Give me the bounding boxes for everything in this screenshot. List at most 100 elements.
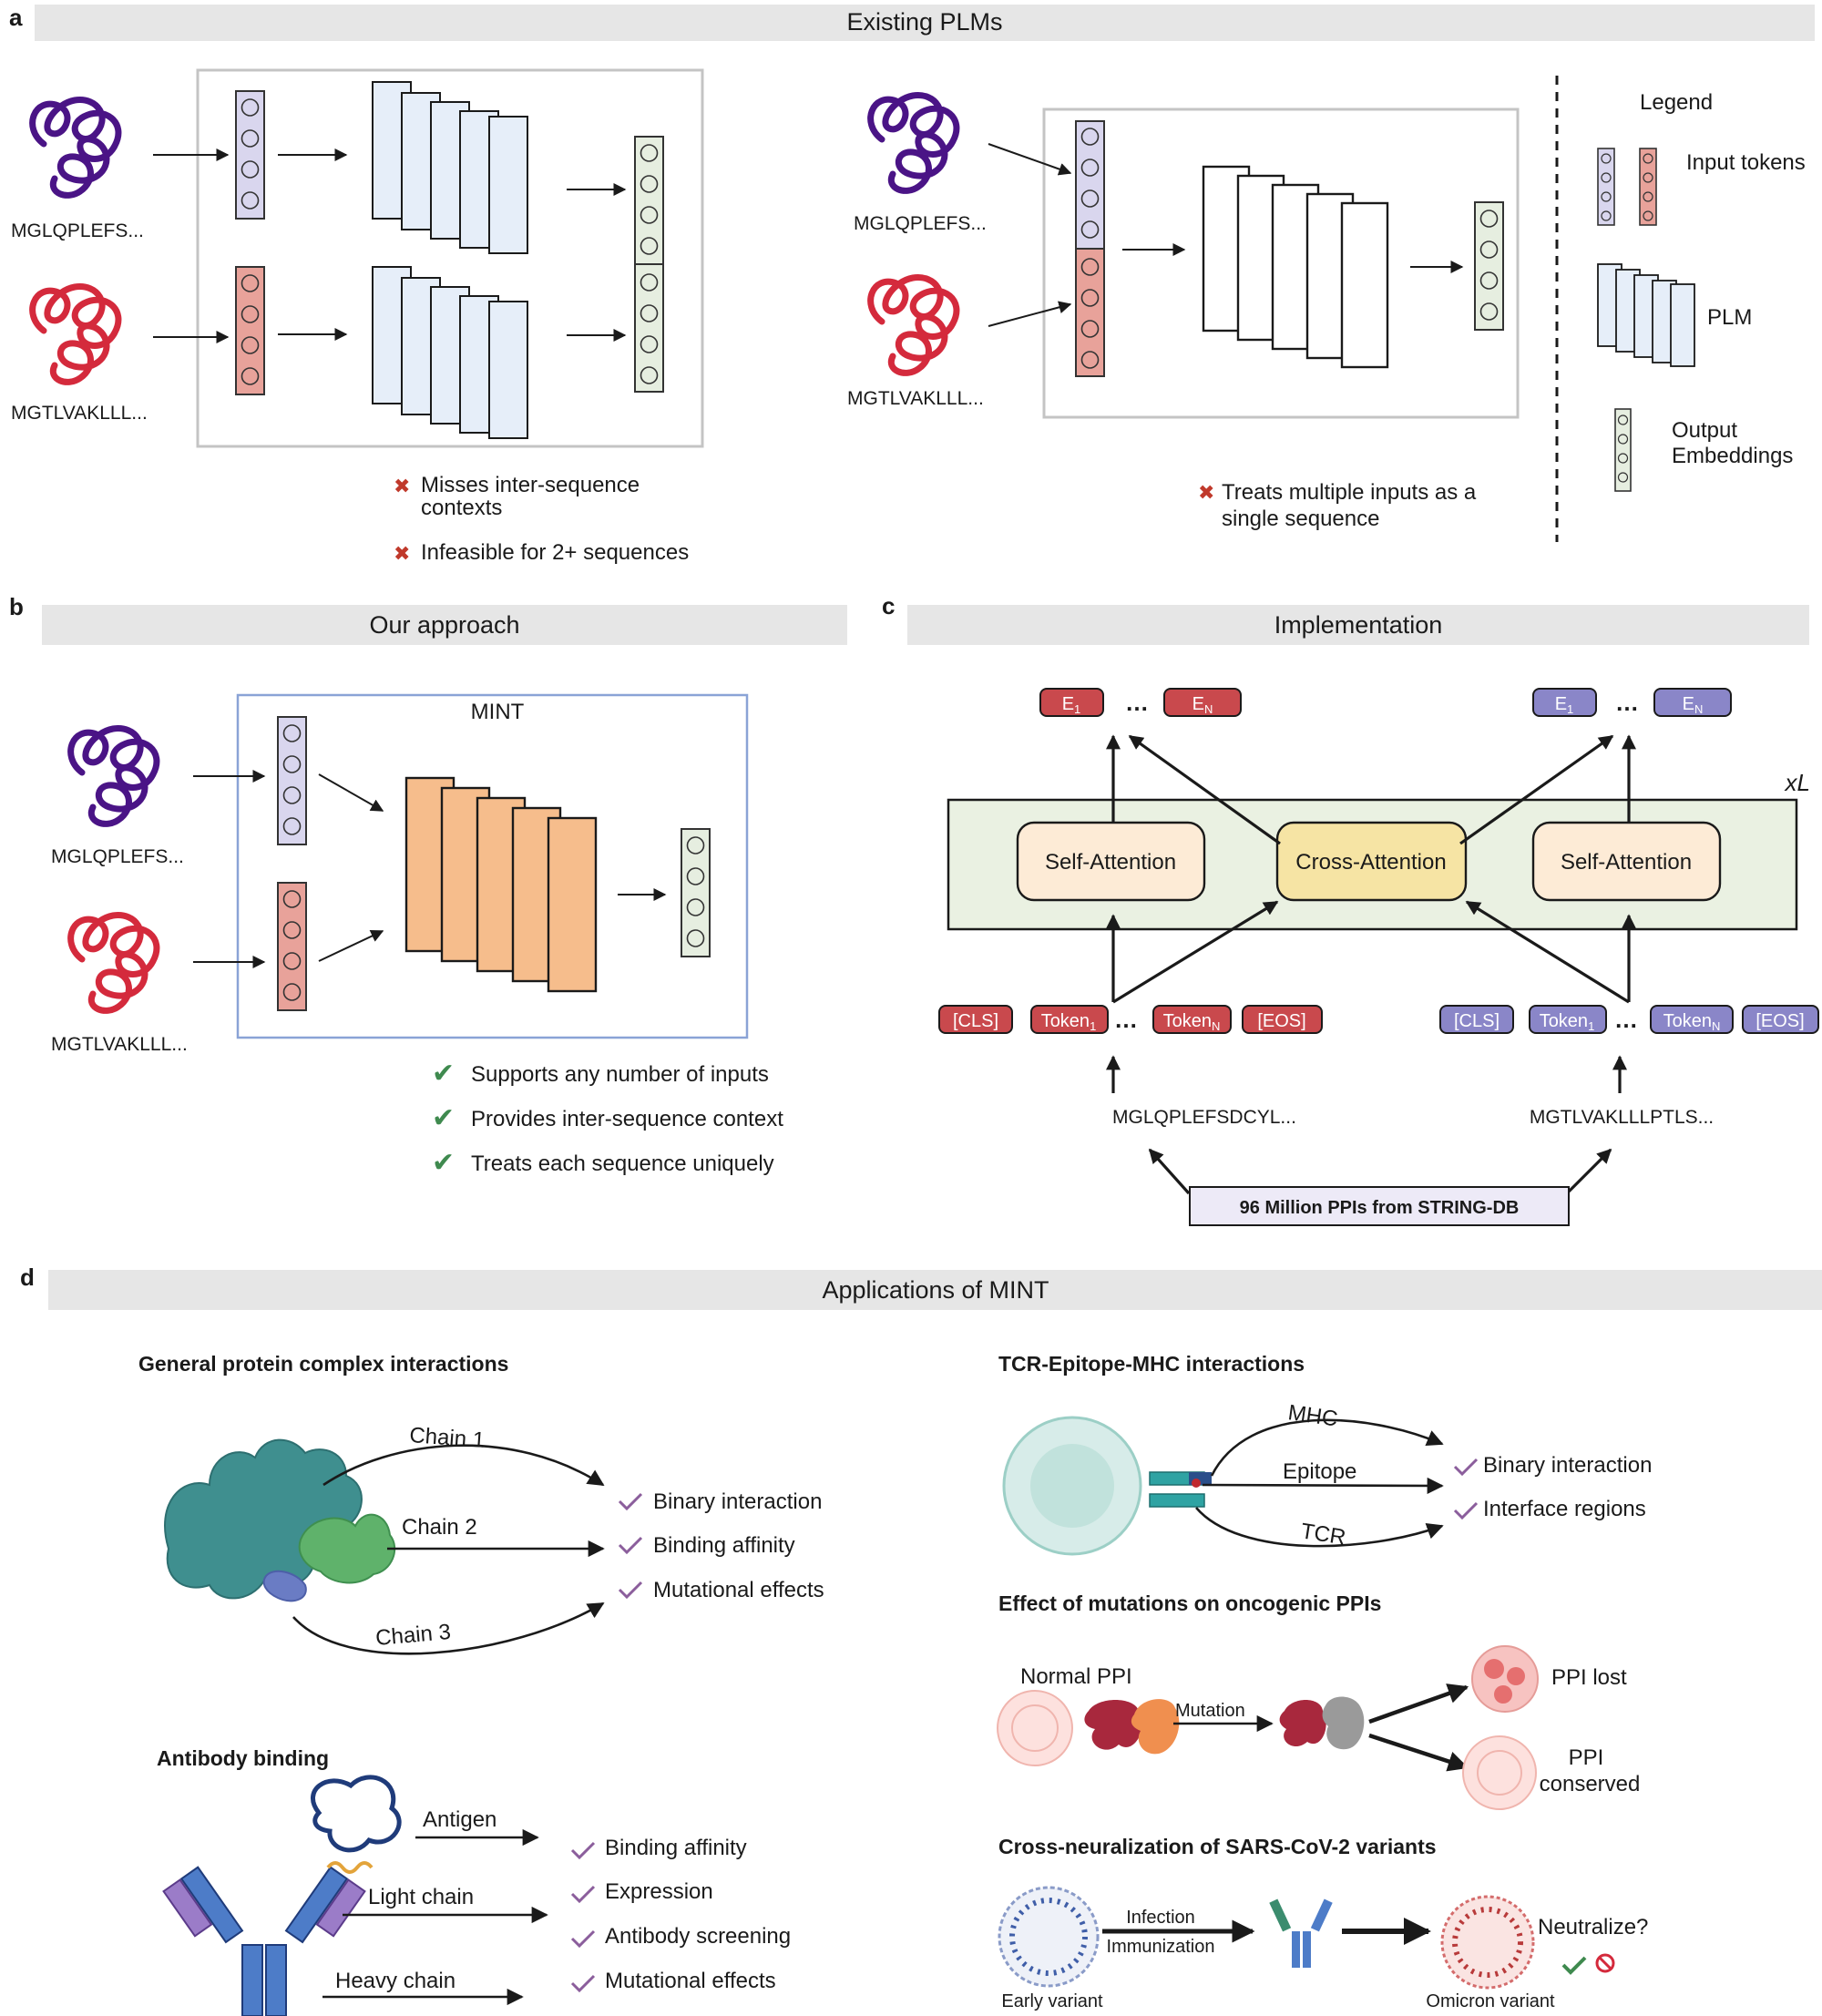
c-seq-left: MGLQPLEFSDCYL... bbox=[1112, 1107, 1296, 1128]
sars-title: Cross-neuralization of SARS-CoV-2 varian… bbox=[998, 1835, 1437, 1858]
token-n: Token bbox=[1663, 1011, 1712, 1031]
check-icon: ✔ bbox=[432, 1059, 455, 1089]
mutation-label: Mutation bbox=[1175, 1701, 1245, 1721]
a-plm-stack-top bbox=[372, 81, 528, 254]
neutralize-label: Neutralize? bbox=[1538, 1915, 1648, 1939]
legend-title: Legend bbox=[1640, 90, 1713, 115]
ellipsis: … bbox=[1114, 1006, 1138, 1033]
svg-text:Token1: Token1 bbox=[1540, 1011, 1595, 1033]
protein-pair-icon bbox=[1084, 1696, 1365, 1755]
panel-c-header-bar bbox=[907, 605, 1809, 645]
self-attention-left bbox=[1016, 821, 1206, 902]
check-icon bbox=[618, 1581, 643, 1600]
chain1-arrow bbox=[322, 1444, 605, 1487]
antibody-small-icon bbox=[1269, 1898, 1333, 1968]
chain2-label: Chain 2 bbox=[402, 1515, 477, 1540]
panel-d-header: Applications of MINT bbox=[822, 1276, 1049, 1304]
check-icon: ✔ bbox=[432, 1148, 455, 1178]
protein-2-icon bbox=[871, 278, 957, 374]
a-left-seq1: MGLQPLEFS... bbox=[11, 220, 144, 241]
b-input-token-column-purple bbox=[277, 716, 307, 845]
a-arrow bbox=[988, 143, 1072, 176]
mhc-label: MHC bbox=[1286, 1400, 1339, 1431]
check-icon bbox=[570, 1974, 596, 1993]
b-input-token-column-red bbox=[277, 882, 307, 1011]
panel-label-a: a bbox=[9, 4, 23, 31]
panel-b-header-bar bbox=[42, 605, 847, 645]
repeat-label: xL bbox=[1784, 769, 1810, 796]
b-arrow bbox=[318, 930, 384, 962]
check-icon bbox=[570, 1929, 596, 1949]
cross-icon: ✖ bbox=[394, 475, 410, 497]
mint-label: MINT bbox=[471, 700, 525, 724]
check-icon bbox=[570, 1841, 596, 1860]
tcr-title: TCR-Epitope-MHC interactions bbox=[998, 1352, 1305, 1376]
panel-label-c: c bbox=[882, 592, 895, 619]
onco-branch-arrows bbox=[1368, 1683, 1469, 1772]
legend-output-a: Output bbox=[1672, 418, 1737, 443]
infection-label: Infection bbox=[1126, 1908, 1195, 1928]
onco-title: Effect of mutations on oncogenic PPIs bbox=[998, 1591, 1381, 1615]
early-variant-label: Early variant bbox=[1001, 1991, 1103, 2011]
tcr-outputs: Binary interaction Interface regions bbox=[1453, 1453, 1652, 1521]
token-1: Token bbox=[1540, 1011, 1588, 1031]
general-title: General protein complex interactions bbox=[138, 1352, 508, 1376]
a-output-embedding-column bbox=[634, 136, 664, 393]
sub-n: N bbox=[1204, 702, 1213, 716]
input-tokens-left: [CLS] Token1 … TokenN [EOS] bbox=[938, 1005, 1323, 1034]
out-e: E bbox=[1555, 694, 1567, 714]
check-icon bbox=[618, 1536, 643, 1555]
token-1: Token bbox=[1041, 1011, 1090, 1031]
check-icon: ✔ bbox=[432, 1103, 455, 1133]
a-right-note-a: Treats multiple inputs as a bbox=[1222, 480, 1477, 505]
ppi-conserved-label-b: conserved bbox=[1540, 1772, 1641, 1796]
check-icon bbox=[1453, 1501, 1479, 1520]
check-icon bbox=[618, 1492, 643, 1511]
panel-a-header: Existing PLMs bbox=[846, 8, 1002, 36]
protein-2-icon bbox=[71, 916, 157, 1011]
svg-text:EN: EN bbox=[1192, 694, 1213, 716]
a-input-token-column-purple bbox=[235, 90, 265, 220]
antibody-out-2: Expression bbox=[605, 1879, 713, 1904]
b-benefit-2: Provides inter-sequence context bbox=[471, 1107, 783, 1131]
protein-2-icon bbox=[33, 287, 118, 383]
check-icon bbox=[1453, 1458, 1479, 1477]
mint-box bbox=[236, 693, 749, 1039]
b-benefit-3: Treats each sequence uniquely bbox=[471, 1151, 774, 1176]
tcr-out-1: Binary interaction bbox=[1483, 1453, 1652, 1478]
legend-plm-icon bbox=[1597, 263, 1695, 367]
antibody-out-3: Antibody screening bbox=[605, 1924, 791, 1949]
token-eos: [EOS] bbox=[1755, 1011, 1804, 1031]
protein-1-icon bbox=[71, 729, 157, 824]
general-out-1: Binary interaction bbox=[653, 1489, 822, 1514]
check-icon bbox=[1561, 1956, 1587, 1975]
protein-1-icon bbox=[871, 96, 957, 191]
output-token-e1-left: E1 bbox=[1039, 688, 1104, 717]
legend-output-b: Embeddings bbox=[1672, 444, 1793, 468]
chain3-label: Chain 3 bbox=[374, 1620, 452, 1651]
a-note-2: Infeasible for 2+ sequences bbox=[421, 540, 689, 565]
a-right-seq1: MGLQPLEFS... bbox=[854, 213, 987, 234]
ellipsis: … bbox=[1615, 689, 1639, 716]
panel-label-d: d bbox=[20, 1264, 35, 1291]
token-eos: [EOS] bbox=[1257, 1011, 1305, 1031]
antibody-out-4: Mutational effects bbox=[605, 1969, 776, 1993]
omicron-virus-icon bbox=[1440, 1895, 1535, 1990]
legend-input-token-icon bbox=[1597, 148, 1657, 226]
legend-input-tokens: Input tokens bbox=[1686, 150, 1806, 175]
immunization-label: Immunization bbox=[1107, 1937, 1215, 1957]
token-cls: [CLS] bbox=[1454, 1011, 1500, 1031]
cross-icon: ✖ bbox=[1198, 481, 1214, 504]
a-note-1b: contexts bbox=[421, 496, 502, 520]
svg-text:Token1: Token1 bbox=[1041, 1011, 1097, 1033]
tcr-arrow bbox=[1195, 1507, 1444, 1548]
output-token-en-right: EN bbox=[1653, 688, 1732, 717]
sub-1: 1 bbox=[1567, 702, 1573, 716]
output-token-e1-right: E1 bbox=[1532, 688, 1597, 717]
legend-plm: PLM bbox=[1707, 305, 1752, 330]
self-attention-right-label: Self-Attention bbox=[1561, 850, 1692, 875]
b-benefit-1: Supports any number of inputs bbox=[471, 1062, 769, 1087]
output-token-en-left: EN bbox=[1163, 688, 1242, 717]
b-arrow bbox=[318, 773, 384, 812]
general-outputs: Binary interaction Binding affinity Muta… bbox=[618, 1489, 824, 1602]
